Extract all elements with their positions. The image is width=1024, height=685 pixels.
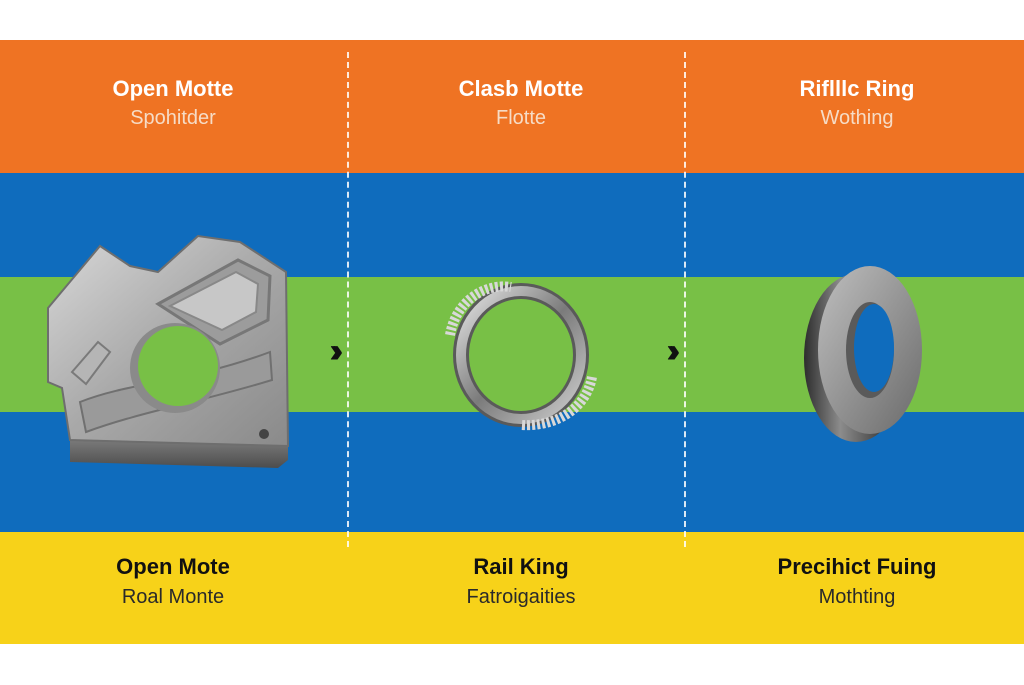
washer-ring-icon: [804, 266, 922, 442]
machined-plate-icon: [47, 234, 290, 468]
stage-2-top-title: Clasb Motte: [458, 76, 584, 101]
stage-2-bottom-title: Rail King: [473, 554, 569, 579]
header-band: [0, 40, 1024, 173]
stage-3-bottom-subtitle: Mothting: [818, 586, 896, 608]
stage-2-top-subtitle: Flotte: [495, 107, 547, 129]
footer-band: [0, 532, 1024, 644]
stage-1-top-title: Open Motte: [112, 76, 234, 101]
stage-3-top-title: Riflllc Ring: [799, 76, 915, 101]
stage-1-top-subtitle: Spohitder: [130, 107, 216, 129]
spring-ring-icon: [445, 281, 597, 431]
stage-1-bottom-title: Open Mote: [116, 554, 230, 579]
stage-3-bottom-title: Precihict Fuing: [777, 554, 937, 579]
stage-2-bottom-subtitle: Fatroigaities: [466, 586, 576, 608]
column-divider: [347, 52, 349, 547]
stage-1-bottom-subtitle: Roal Monte: [121, 586, 225, 608]
stage-3-top-subtitle: Wothing: [820, 107, 894, 129]
column-divider: [684, 52, 686, 547]
